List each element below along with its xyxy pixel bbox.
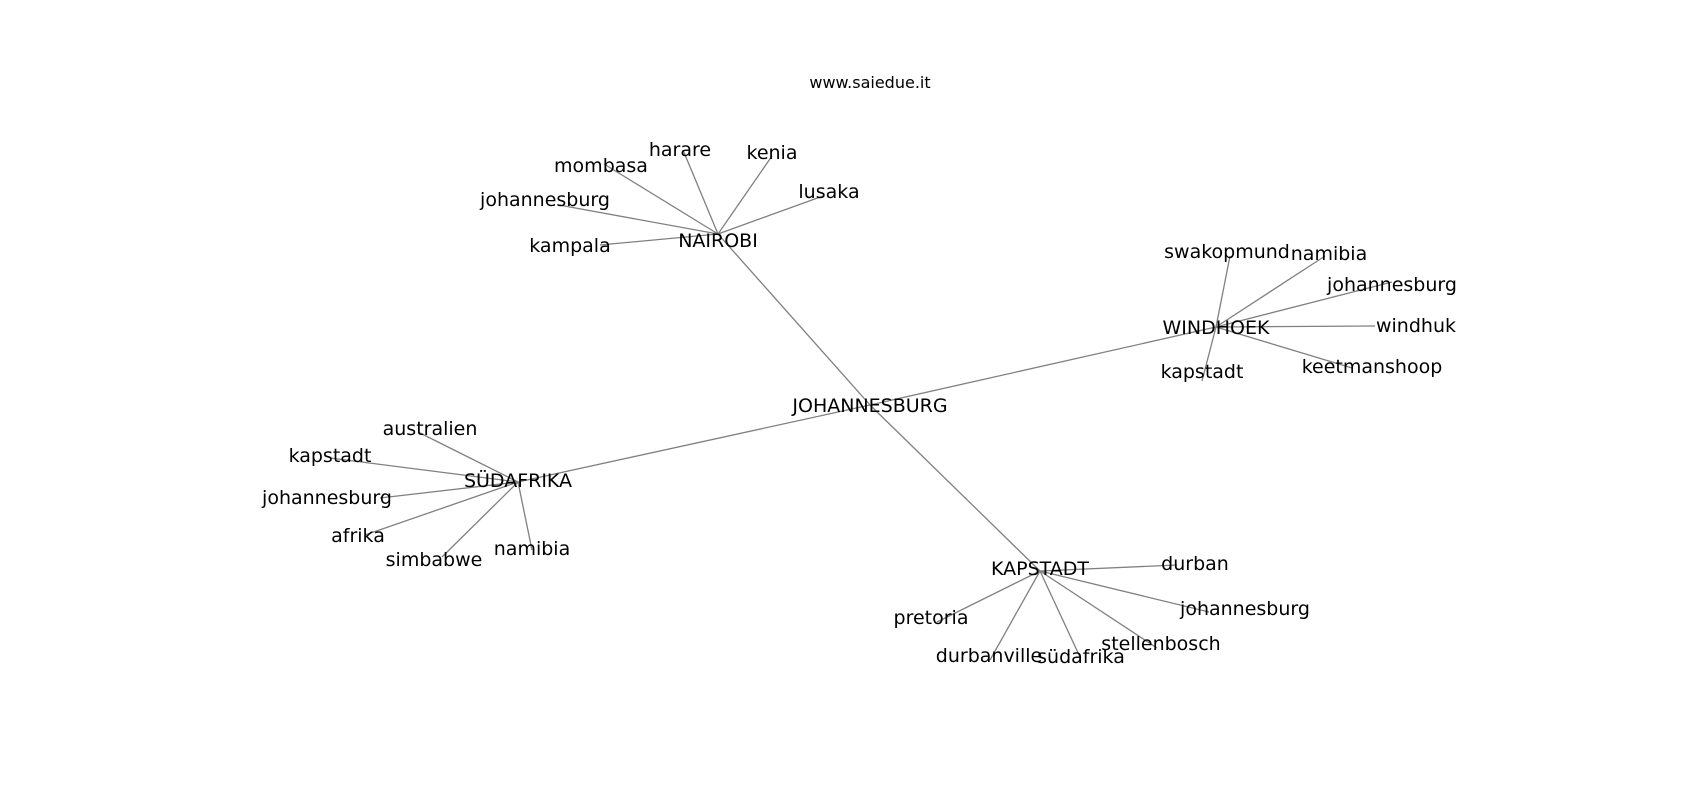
hub-node-label: WINDHOEK (1163, 317, 1270, 339)
hub-node-label: KAPSTADT (991, 558, 1089, 580)
leaf-node-label: kapstadt (1161, 361, 1244, 383)
leaf-node-label: durbanville (936, 645, 1042, 667)
edge-hub-to-leaf (936, 570, 1041, 623)
leaf-node-label: keetmanshoop (1302, 356, 1443, 378)
edge-layer (329, 149, 1393, 661)
edge-hub-to-leaf (1201, 326, 1217, 382)
edge-hub-to-leaf (417, 431, 519, 483)
edge-hub-to-leaf (1039, 570, 1081, 658)
edge-hub-to-leaf (441, 481, 519, 558)
leaf-node-label: durban (1161, 553, 1229, 575)
leaf-node-label: johannesburg (261, 487, 392, 509)
edge-hub-to-leaf (603, 163, 719, 235)
hub-node-label: SÜDAFRIKA (464, 469, 572, 492)
hub-node-label: NAIROBI (678, 230, 758, 252)
edge-hub-to-leaf (1039, 564, 1178, 572)
leaf-node-label: simbabwe (386, 549, 483, 571)
edge-hub-to-leaf (717, 155, 773, 235)
leaf-node-label: kapstadt (289, 445, 372, 467)
edge-hub-to-leaf (1215, 255, 1231, 328)
leaf-node-label: kenia (747, 142, 798, 164)
root-node-label: JOHANNESBURG (791, 395, 947, 417)
leaf-node-label: swakopmund (1164, 241, 1290, 263)
edge-hub-to-leaf (599, 233, 719, 246)
edge-hub-to-leaf (1039, 570, 1158, 649)
edge-hub-to-leaf (517, 481, 533, 551)
edge-root-to-hub (869, 404, 1041, 572)
edge-hub-to-leaf (1039, 570, 1210, 613)
edge-hub-to-leaf (379, 481, 519, 499)
leaf-node-label: pretoria (894, 607, 969, 629)
leaf-node-label: johannesburg (1179, 598, 1310, 620)
leaf-node-label: kampala (529, 235, 610, 257)
edge-hub-to-leaf (682, 149, 719, 235)
edge-hub-to-leaf (558, 204, 719, 235)
leaf-node-label: johannesburg (479, 189, 610, 211)
edge-hub-to-leaf (1215, 325, 1376, 328)
leaf-node-label: mombasa (554, 155, 648, 177)
edge-hub-to-leaf (364, 481, 519, 536)
leaf-node-label: johannesburg (1326, 274, 1457, 296)
edge-hub-to-leaf (989, 570, 1041, 661)
edge-hub-to-leaf (717, 195, 824, 235)
edge-root-to-hub (869, 326, 1217, 406)
edge-hub-to-leaf (1215, 255, 1326, 328)
leaf-node-label: stellenbosch (1101, 633, 1220, 655)
edge-root-to-hub (717, 233, 871, 406)
leaf-node-label: lusaka (798, 181, 859, 203)
leaf-node-label: australien (383, 418, 478, 440)
page-title: www.saiedue.it (809, 73, 930, 92)
leaf-node-label: südafrika (1037, 646, 1125, 668)
edge-hub-to-leaf (1215, 326, 1353, 369)
edge-root-to-hub (517, 404, 871, 483)
edge-hub-to-leaf (329, 457, 519, 483)
edge-hub-to-leaf (1215, 281, 1393, 328)
leaf-node-label: harare (649, 139, 711, 161)
leaf-node-label: afrika (331, 525, 385, 547)
leaf-node-label: namibia (494, 538, 570, 560)
leaf-node-label: windhuk (1376, 315, 1456, 337)
leaf-node-label: namibia (1291, 243, 1367, 265)
